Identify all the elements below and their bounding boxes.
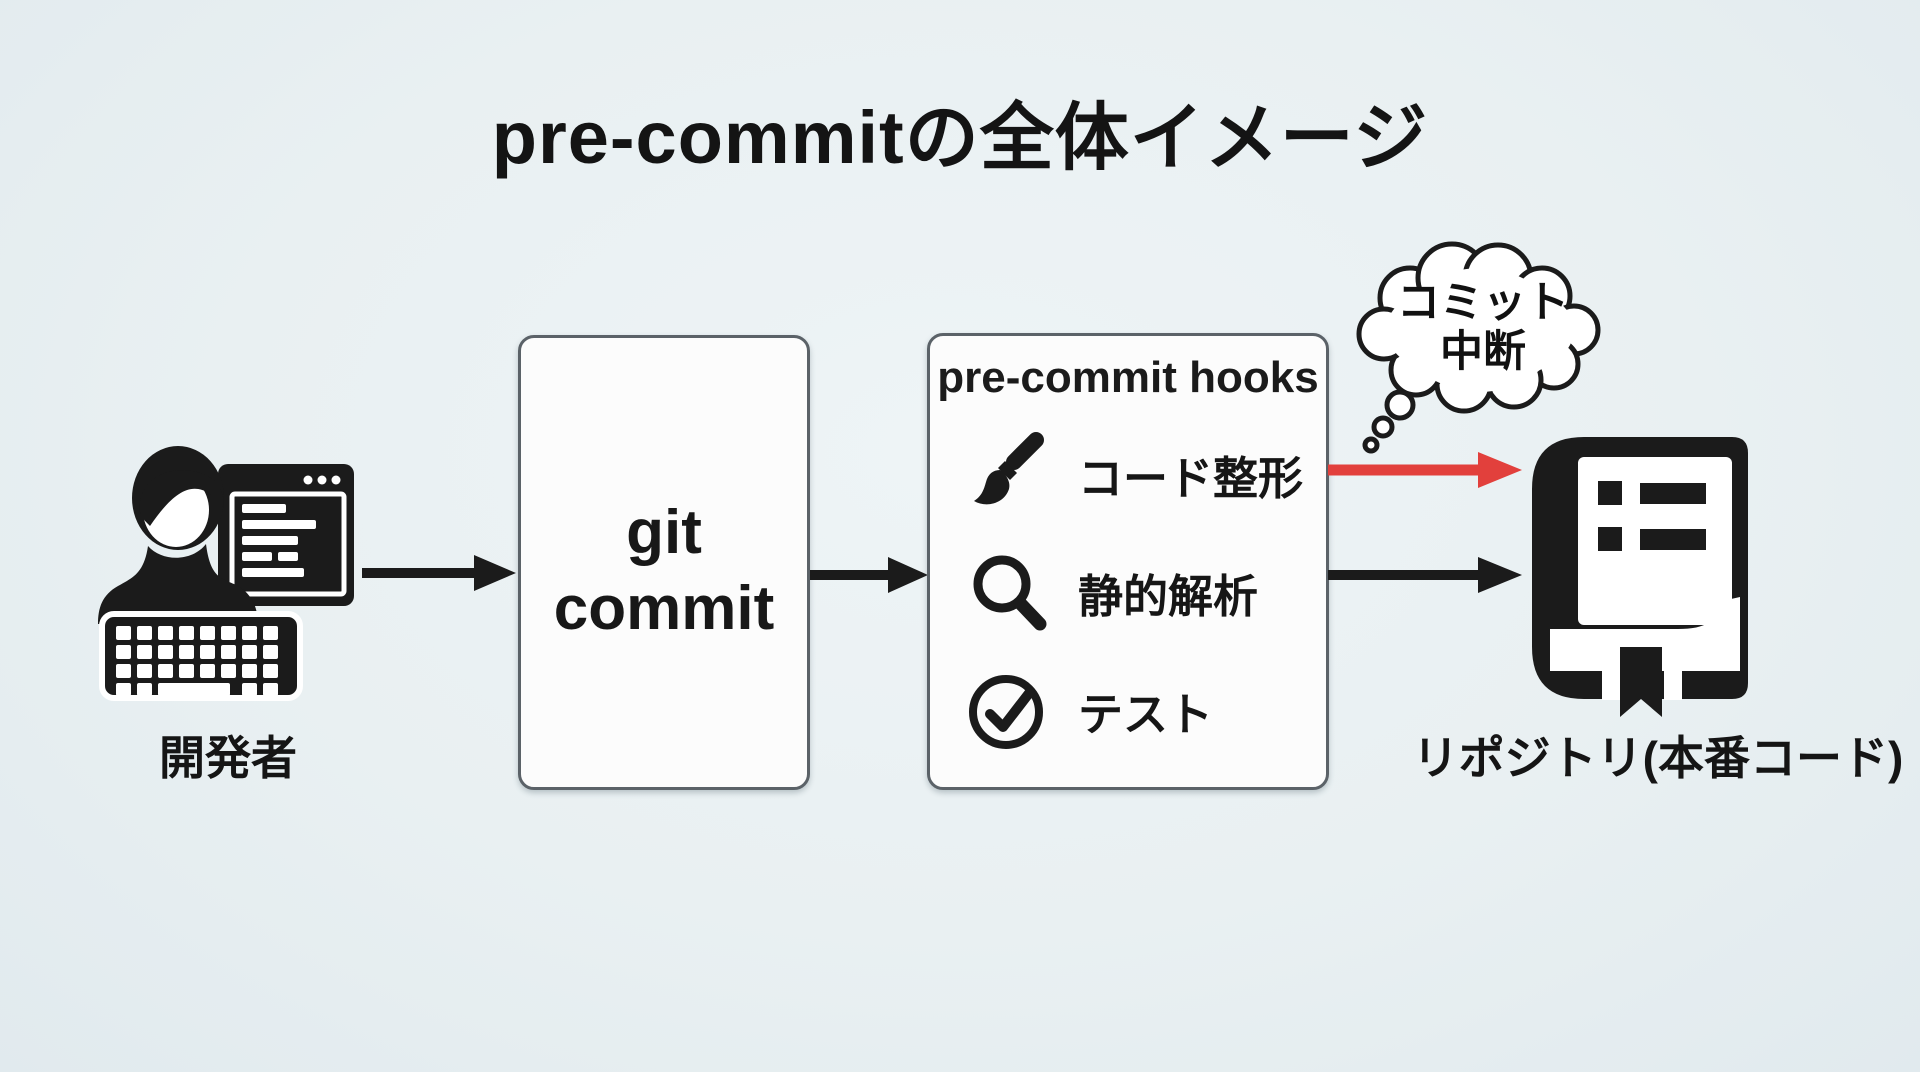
arrow-hooks-to-repo (1328, 557, 1522, 593)
arrow-git-to-hooks (810, 557, 928, 593)
thought-bubble-text: コミット 中断 (1397, 279, 1569, 376)
thought-bubble (1356, 241, 1601, 454)
arrow-developer-to-git (362, 555, 516, 591)
git-commit-label: git commit (553, 497, 775, 643)
page-title: pre-commitの全体イメージ (491, 96, 1429, 179)
hook-label: 静的解析 (1078, 570, 1259, 622)
hook-label: コード整形 (1078, 452, 1304, 504)
paintbrush-icon (974, 432, 1044, 505)
arrow-commit-abort (1328, 452, 1522, 488)
pre-commit-hooks-box: pre-commit hooks コード整形 静的解析 テスト (927, 333, 1329, 790)
hook-item-test: テスト (966, 662, 1306, 758)
check-circle-icon (969, 675, 1043, 749)
code-window-icon (218, 464, 354, 606)
developer-icon (98, 446, 354, 701)
person-icon (98, 446, 258, 624)
magnifier-icon (973, 555, 1047, 631)
hook-item-static-analysis: 静的解析 (966, 544, 1306, 640)
keyboard-icon (99, 611, 303, 701)
hook-item-code-format: コード整形 (966, 426, 1306, 522)
developer-label: 開発者 (159, 732, 297, 784)
hooks-box-title: pre-commit hooks (937, 353, 1319, 402)
repository-book-icon (1532, 437, 1748, 717)
git-commit-box: git commit (518, 335, 810, 790)
hook-label: テスト (1078, 688, 1214, 740)
bookmark-icon (1620, 647, 1662, 717)
repository-label: リポジトリ(本番コード) (1412, 732, 1904, 784)
